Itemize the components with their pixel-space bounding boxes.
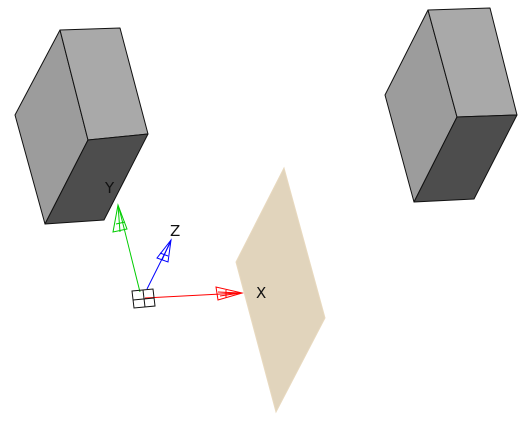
z-axis-arrowhead-inner [161, 239, 172, 261]
x-axis-line [144, 292, 241, 299]
y-axis-line [118, 207, 141, 293]
z-axis-arrowhead [156, 238, 172, 263]
x-axis-arrowhead [215, 286, 244, 301]
y-axis-label: Y [104, 179, 115, 197]
y-axis-arrowhead-inner [117, 204, 121, 233]
box-right-front-face [413, 114, 518, 203]
z-axis-arrowhead-inner2 [159, 252, 169, 257]
box-left[interactable] [14, 27, 149, 225]
axis-triad[interactable] [112, 203, 244, 309]
x-axis-label: X [256, 284, 266, 302]
z-axis-label: Z [170, 222, 180, 240]
coordinate-origin-icon [131, 288, 156, 309]
plane[interactable] [235, 166, 326, 414]
box-right[interactable] [384, 7, 518, 203]
box-left-front-face [44, 133, 149, 225]
x-axis-arrowhead-inner [217, 291, 241, 294]
y-axis-arrowhead-inner2 [115, 221, 126, 225]
x-axis-arrowhead-inner2 [219, 292, 241, 297]
